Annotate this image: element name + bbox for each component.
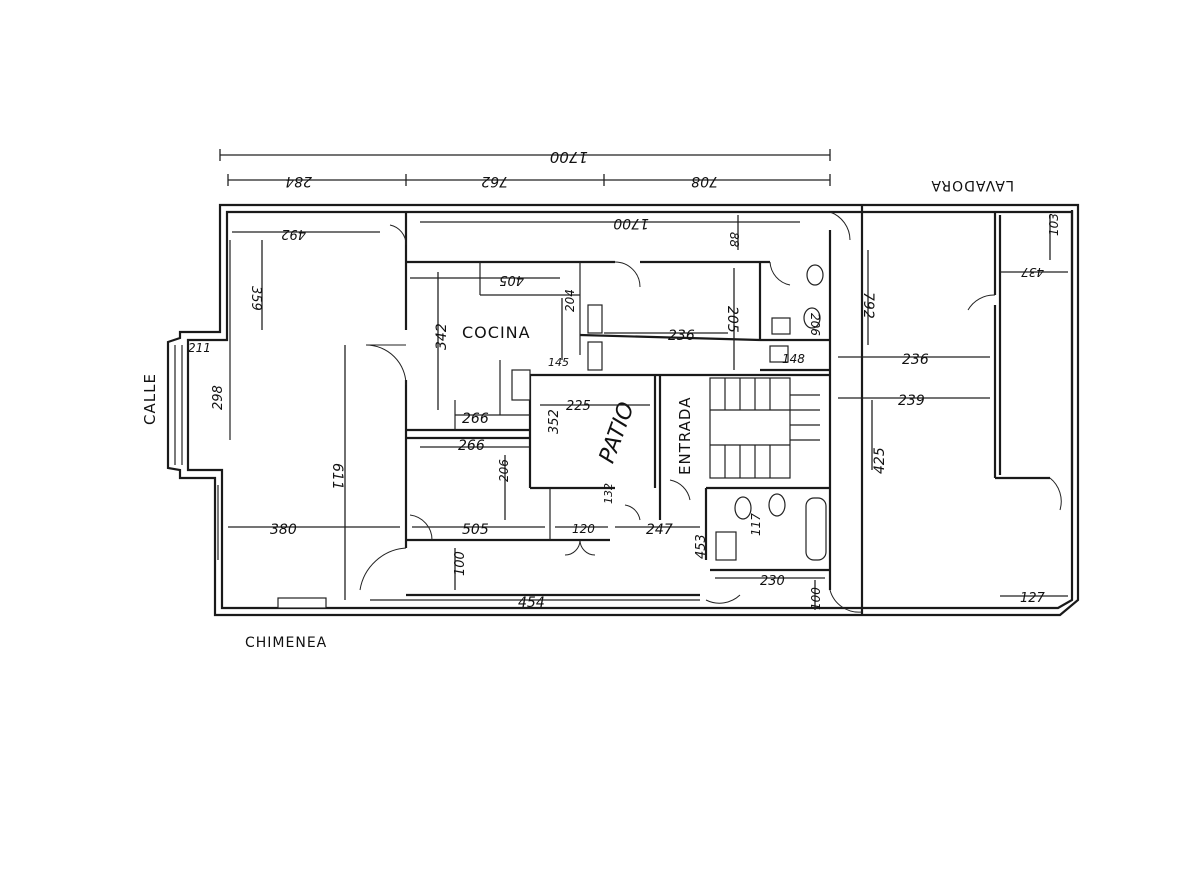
dim-352: 352 [547,409,562,434]
dim-405: 405 [499,272,524,287]
doors [359,211,1062,613]
dim-437: 437 [1021,265,1044,279]
dim-top-seg1: 284 [285,173,312,189]
dim-top-seg3: 708 [691,173,718,189]
dim-204: 204 [563,289,577,312]
dim-206a: 206 [808,313,822,336]
dim-103: 103 [1047,213,1061,236]
dim-117: 117 [749,513,763,536]
fixtures [277,264,827,609]
dim-425: 425 [872,447,888,474]
dim-145: 145 [548,356,569,369]
dim-top-seg2: 762 [481,173,508,189]
dim-505: 505 [462,522,489,538]
label-calle: CALLE [141,373,159,425]
label-chimenea: CHIMENEA [245,635,327,651]
label-patio: PATIO [595,399,640,467]
dim-88: 88 [727,232,741,248]
dim-266a: 266 [462,411,489,427]
top-dimension-lines [219,149,831,186]
dim-239: 239 [898,393,925,409]
interior-dimension-lines [228,215,1068,610]
dim-359: 359 [248,286,263,311]
dim-127: 127 [1020,591,1046,606]
dim-132: 132 [602,483,615,504]
dim-298: 298 [211,385,226,410]
dim-236a: 236 [668,328,695,344]
dim-492: 492 [281,226,306,241]
dim-230: 230 [760,574,785,589]
label-lavadora: LAVADORA [930,177,1014,193]
stairs [709,377,820,479]
dim-100b: 100 [809,587,823,610]
label-entrada: ENTRADA [676,397,694,475]
dim-611: 611 [329,463,345,490]
dim-211: 211 [188,341,211,355]
bay-window [174,345,183,465]
dim-453: 453 [694,534,709,559]
dim-205: 205 [724,306,740,333]
dim-247: 247 [646,522,673,538]
dim-225: 225 [566,399,591,414]
dim-266b: 266 [458,438,485,454]
label-cocina: COCINA [462,323,531,342]
dim-236b: 236 [902,352,929,368]
dim-100a: 100 [453,551,468,576]
dim-1700-inner: 1700 [613,215,649,231]
dim-380: 380 [270,522,297,538]
dim-148: 148 [782,352,805,366]
dim-454: 454 [518,595,545,611]
dim-206b: 206 [497,459,511,482]
dim-342: 342 [434,323,450,350]
dim-120: 120 [572,522,595,536]
interior-walls [404,205,1074,615]
dim-top-total: 1700 [550,148,588,166]
dim-792: 792 [860,292,876,319]
